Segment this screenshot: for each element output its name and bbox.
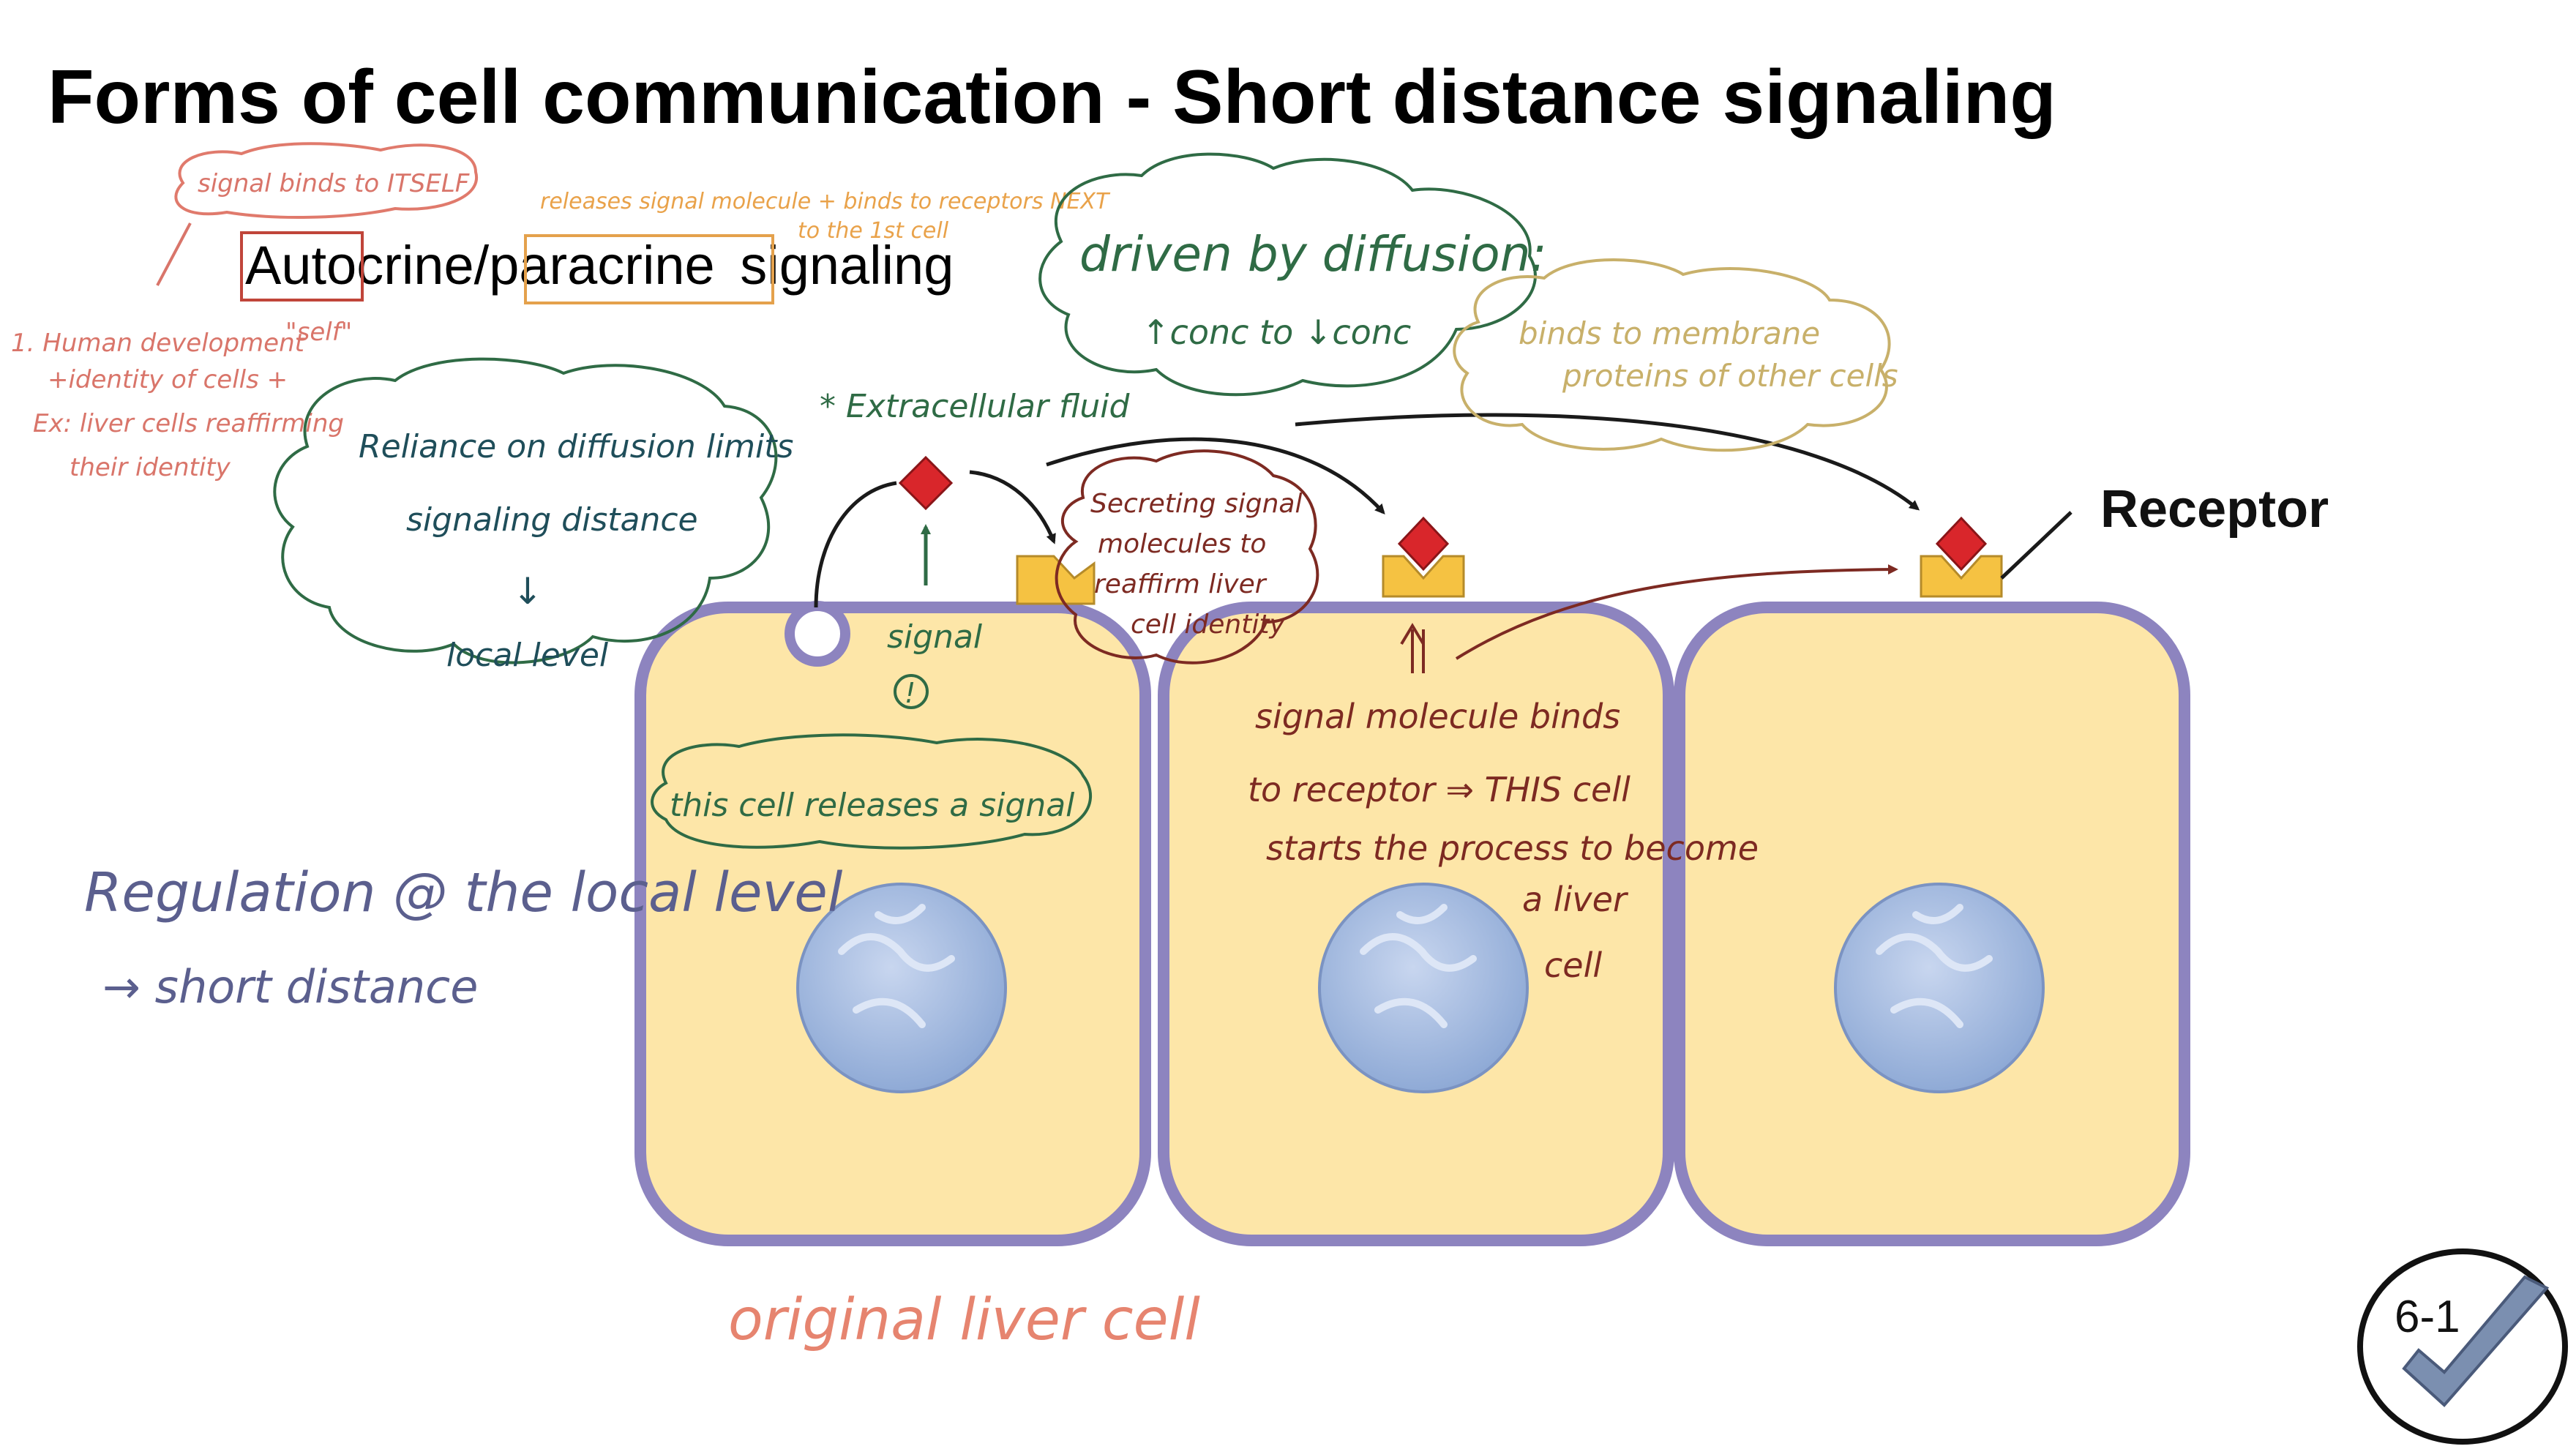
subtitle: Autocrine/paracrine signaling bbox=[240, 231, 954, 304]
signal-molecule-cell2 bbox=[1397, 516, 1450, 572]
subtitle-autocrine: Autocrine bbox=[245, 235, 474, 296]
svg-text:"self": "self" bbox=[285, 318, 352, 347]
note-paracrine-def: releases signal molecule + binds to rece… bbox=[540, 189, 1111, 244]
svg-text:Ex: liver cells reaffirming: Ex: liver cells reaffirming bbox=[33, 409, 344, 438]
arrow-self-down bbox=[156, 222, 192, 286]
arrow-to-cell3 bbox=[1455, 564, 1898, 660]
svg-text:Autocrine/paracrine sign: Autocrine/paracrine signaling bbox=[245, 235, 954, 296]
note-membrane-cloud: binds to membrane proteins of other cell… bbox=[1453, 258, 1898, 452]
svg-text:signal molecule binds: signal molecule binds bbox=[1255, 697, 1620, 736]
arrow-paracrine-3 bbox=[1295, 413, 1920, 511]
note-diffusion-cloud: driven by diffusion: ↑conc to ↓conc bbox=[1038, 152, 1547, 397]
arrow-release bbox=[814, 481, 897, 608]
receptor-cell2 bbox=[1382, 555, 1465, 598]
note-signal-exclaim: ! bbox=[905, 677, 916, 709]
svg-text:binds to membrane: binds to membrane bbox=[1519, 315, 1820, 351]
subtitle-sep: / bbox=[474, 235, 490, 296]
svg-text:Reliance on diffusion limits: Reliance on diffusion limits bbox=[359, 428, 793, 465]
svg-text:cell identity: cell identity bbox=[1131, 610, 1285, 640]
svg-text:this cell releases a signal: this cell releases a signal bbox=[670, 787, 1075, 824]
checkmark-icon bbox=[2402, 1275, 2550, 1407]
svg-text:their identity: their identity bbox=[70, 453, 231, 482]
slide-title: Forms of cell communication - Short dist… bbox=[48, 55, 2056, 140]
note-extracellular: * Extracellular fluid bbox=[820, 388, 1131, 425]
vesicle-notch bbox=[785, 601, 850, 667]
svg-text:to receptor ⇒ THIS cell: to receptor ⇒ THIS cell bbox=[1248, 770, 1630, 809]
subtitle-tail: signaling bbox=[740, 235, 954, 296]
svg-text:starts the process to become: starts the process to become bbox=[1266, 828, 1759, 868]
cell-1 bbox=[634, 601, 1151, 1246]
receptor-pointer bbox=[2000, 511, 2073, 580]
svg-text:+identity of cells +: +identity of cells + bbox=[48, 365, 288, 394]
box-paracrine bbox=[524, 234, 774, 304]
arrow-up-cell2 bbox=[1400, 623, 1425, 673]
note-reliance-cloud: Reliance on diffusion limits signaling d… bbox=[273, 357, 793, 674]
svg-text:signal binds to ITSELF: signal binds to ITSELF bbox=[198, 169, 470, 198]
svg-text:1. Human development: 1. Human development bbox=[11, 329, 306, 358]
receptor-label: Receptor bbox=[2100, 480, 2329, 539]
note-binds: signal molecule binds to receptor ⇒ THIS… bbox=[1248, 697, 1759, 985]
receptor-cell3 bbox=[1920, 555, 2003, 598]
svg-text:local level: local level bbox=[446, 637, 609, 674]
note-human-dev: 1. Human development "self" +identity of… bbox=[11, 318, 352, 482]
svg-text:signaling distance: signaling distance bbox=[406, 501, 698, 539]
svg-text:driven by diffusion:: driven by diffusion: bbox=[1079, 226, 1547, 282]
note-secreting-cloud: Secreting signal molecules to reaffirm l… bbox=[1055, 449, 1319, 664]
subtitle-paracrine: paracrine bbox=[489, 235, 715, 296]
note-regulation-2: → short distance bbox=[102, 960, 478, 1014]
svg-text:proteins of other cells: proteins of other cells bbox=[1562, 358, 1898, 394]
svg-text:↓: ↓ bbox=[512, 570, 543, 613]
page-badge: 6-1 bbox=[2357, 1248, 2568, 1445]
nucleus-3 bbox=[1834, 883, 2045, 1093]
note-signal: signal bbox=[887, 618, 983, 656]
nucleus-1 bbox=[796, 883, 1007, 1093]
svg-text:molecules to: molecules to bbox=[1098, 529, 1266, 559]
cell-3 bbox=[1674, 602, 2190, 1246]
svg-text:↑conc to ↓conc: ↑conc to ↓conc bbox=[1142, 312, 1411, 352]
arrow-paracrine-2 bbox=[1046, 437, 1385, 514]
note-releases-cloud: this cell releases a signal bbox=[651, 733, 1093, 850]
svg-text:Secreting signal: Secreting signal bbox=[1090, 489, 1302, 519]
box-auto bbox=[240, 231, 364, 302]
svg-text:reaffirm liver: reaffirm liver bbox=[1094, 569, 1268, 599]
svg-text:a liver: a liver bbox=[1522, 880, 1629, 919]
signal-exclaim-circle bbox=[894, 674, 929, 709]
note-self-binds: signal binds to ITSELF bbox=[174, 142, 479, 219]
signal-molecule-cell3 bbox=[1935, 516, 1988, 572]
svg-text:to the 1st cell: to the 1st cell bbox=[798, 218, 949, 244]
note-regulation-1: Regulation @ the local level bbox=[84, 861, 843, 924]
arrow-autocrine bbox=[969, 470, 1056, 544]
nucleus-2 bbox=[1318, 883, 1529, 1093]
cell-2 bbox=[1158, 602, 1674, 1246]
signal-molecule-free bbox=[898, 455, 954, 511]
svg-text:cell: cell bbox=[1544, 946, 1602, 985]
page-badge-label: 6-1 bbox=[2395, 1292, 2460, 1342]
note-original-cell: original liver cell bbox=[728, 1287, 1200, 1353]
svg-text:releases signal molecule + bin: releases signal molecule + binds to rece… bbox=[540, 189, 1111, 214]
